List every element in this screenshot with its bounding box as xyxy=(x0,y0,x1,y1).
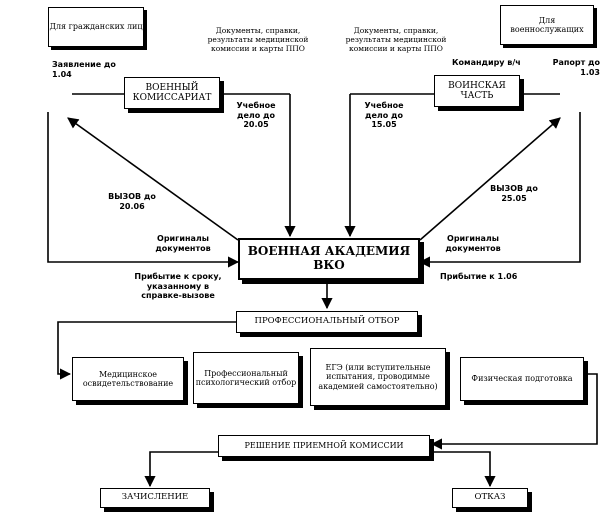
label-to-commander-text: Командиру в/ч xyxy=(452,58,521,67)
label-arrival-left-text: Прибытие к сроку, указанному в справке-в… xyxy=(134,272,222,301)
arrow-civilian-originals xyxy=(47,112,240,268)
box-professional-selection-text: ПРОФЕССИОНАЛЬНЫЙ ОТБОР xyxy=(254,316,400,327)
box-military-unit: ВОИНСКАЯ ЧАСТЬ xyxy=(434,75,520,107)
label-study-file-left: Учебное дело до 20.05 xyxy=(224,101,288,130)
box-physical-training: Физическая подготовка xyxy=(460,357,584,401)
label-call-right: ВЫЗОВ до 25.05 xyxy=(486,184,542,203)
label-docs-left: Документы, справки, результаты медицинск… xyxy=(202,26,314,53)
arrow-physical-to-committee xyxy=(430,373,598,450)
box-medical-exam-text: Медицинское освидетельствование xyxy=(82,369,174,388)
label-originals-left: Оригиналы документов xyxy=(148,234,218,253)
label-call-left-text: ВЫЗОВ до 20.06 xyxy=(108,192,156,211)
arrow-call-left xyxy=(67,117,239,241)
box-civilians-text: Для гражданских лиц xyxy=(49,22,143,32)
label-application-text: Заявление до 1.04 xyxy=(52,60,116,79)
box-committee-decision-text: РЕШЕНИЕ ПРИЕМНОЙ КОМИССИИ xyxy=(244,441,404,451)
label-docs-left-text: Документы, справки, результаты медицинск… xyxy=(207,26,309,53)
box-military-commissariat-text: ВОЕННЫЙ КОМИССАРИАТ xyxy=(132,82,212,103)
label-application: Заявление до 1.04 xyxy=(52,60,122,79)
box-ege-text: ЕГЭ (или вступительные испытания, провод… xyxy=(318,363,438,391)
label-report: Рапорт до 1.03 xyxy=(540,58,600,77)
box-professional-selection: ПРОФЕССИОНАЛЬНЫЙ ОТБОР xyxy=(236,311,418,333)
box-academy: ВОЕННАЯ АКАДЕМИЯ ВКО xyxy=(238,238,420,280)
box-committee-decision: РЕШЕНИЕ ПРИЕМНОЙ КОМИССИИ xyxy=(218,435,430,457)
label-call-left: ВЫЗОВ до 20.06 xyxy=(104,192,160,211)
box-physical-training-text: Физическая подготовка xyxy=(471,374,573,384)
arrow-selection-to-medical xyxy=(57,321,236,380)
box-psych-selection: Профессиональный психологический отбор xyxy=(193,352,299,404)
label-arrival-left: Прибытие к сроку, указанному в справке-в… xyxy=(128,272,228,301)
arrow-military-originals xyxy=(418,112,581,268)
box-military-personnel-text: Для военнослужащих xyxy=(510,15,584,34)
arrow-call-right xyxy=(419,117,561,241)
box-refusal: ОТКАЗ xyxy=(452,488,528,508)
label-docs-right: Документы, справки, результаты медицинск… xyxy=(340,26,452,53)
label-call-right-text: ВЫЗОВ до 25.05 xyxy=(490,184,538,203)
label-docs-right-text: Документы, справки, результаты медицинск… xyxy=(345,26,447,53)
label-originals-right: Оригиналы документов xyxy=(438,234,508,253)
label-arrival-right-text: Прибытие к 1.06 xyxy=(440,272,518,281)
arrow-committee-to-refusal xyxy=(432,451,496,488)
label-study-file-left-text: Учебное дело до 20.05 xyxy=(236,101,276,130)
arrow-committee-to-enrollment xyxy=(144,451,218,488)
box-ege: ЕГЭ (или вступительные испытания, провод… xyxy=(310,348,446,406)
label-to-commander: Командиру в/ч xyxy=(452,58,532,68)
box-medical-exam: Медицинское освидетельствование xyxy=(72,357,184,401)
box-psych-selection-text: Профессиональный психологический отбор xyxy=(195,368,297,387)
box-enrollment-text: ЗАЧИСЛЕНИЕ xyxy=(121,492,189,503)
label-study-file-right: Учебное дело до 15.05 xyxy=(352,101,416,130)
label-study-file-right-text: Учебное дело до 15.05 xyxy=(364,101,404,130)
box-civilians: Для гражданских лиц xyxy=(48,7,144,47)
box-enrollment: ЗАЧИСЛЕНИЕ xyxy=(100,488,210,508)
box-refusal-text: ОТКАЗ xyxy=(474,492,506,503)
box-military-commissariat: ВОЕННЫЙ КОМИССАРИАТ xyxy=(124,77,220,109)
label-arrival-right: Прибытие к 1.06 xyxy=(440,272,530,282)
label-report-text: Рапорт до 1.03 xyxy=(552,58,600,77)
box-military-personnel: Для военнослужащих xyxy=(500,5,594,45)
box-military-unit-text: ВОИНСКАЯ ЧАСТЬ xyxy=(448,80,506,101)
box-academy-text: ВОЕННАЯ АКАДЕМИЯ ВКО xyxy=(247,244,411,272)
label-originals-left-text: Оригиналы документов xyxy=(155,234,211,253)
label-originals-right-text: Оригиналы документов xyxy=(445,234,501,253)
